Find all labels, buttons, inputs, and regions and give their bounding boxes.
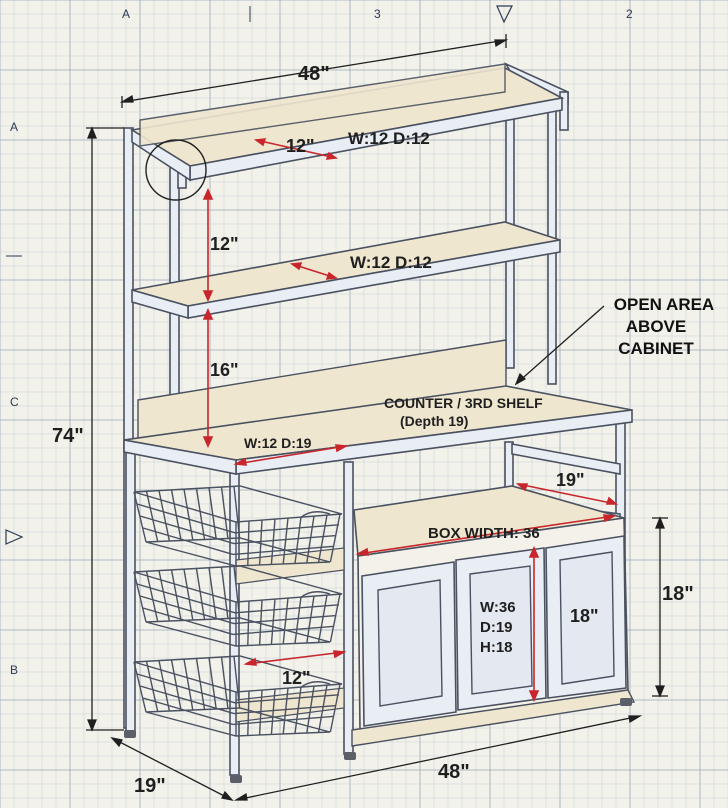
door-spec-height: H:18 — [480, 639, 513, 656]
cabinet-door-middle[interactable] — [455, 547, 547, 711]
wire-baskets — [133, 485, 343, 737]
gap-lower-label: 16" — [210, 360, 239, 380]
grid-marker-icon — [496, 5, 513, 24]
top-shelf — [129, 63, 565, 182]
grid-label-left-c: C — [10, 395, 19, 409]
dimension-labels: 48" 74" 48" 19" 12" W:12 D:12 12" W:12 D… — [52, 63, 694, 797]
cabinet-body — [351, 517, 636, 747]
dimension-lines-black — [86, 34, 668, 802]
cabinet-door-right[interactable] — [545, 535, 627, 699]
dimension-lines-red — [202, 138, 619, 702]
side-depth-label: 19" — [134, 775, 166, 797]
cabinet-depth-label: 19" — [556, 470, 585, 490]
grid-label-top-3: 3 — [374, 7, 381, 21]
counter-shelf — [123, 385, 633, 475]
grid-labels-top: A 3 2 — [122, 5, 633, 24]
box-width-label: BOX WIDTH: 36 — [428, 525, 540, 542]
open-area-callout: OPEN AREA ABOVE CABINET — [614, 295, 714, 358]
grid-marker-left-icon — [5, 529, 24, 545]
overall-width-label: 48" — [298, 63, 330, 85]
basket-middle — [133, 565, 343, 647]
overall-height-label: 74" — [52, 425, 84, 447]
door-spec-depth: D:19 — [480, 619, 513, 636]
counter-depth-label: (Depth 19) — [400, 413, 468, 429]
callout-leader — [514, 305, 605, 386]
grid-label-top-a: A — [122, 7, 130, 21]
callout-line-3: CABINET — [618, 339, 694, 358]
grid-labels-left: A C B — [5, 120, 24, 677]
door-spec-width: W:36 — [480, 599, 516, 616]
basket-top — [133, 485, 343, 567]
rack-feet — [124, 698, 632, 783]
callout-line-1: OPEN AREA — [614, 295, 714, 314]
cabinet-door-left[interactable] — [361, 561, 457, 727]
detail-circle — [145, 139, 207, 201]
grid-label-top-2: 2 — [626, 7, 633, 21]
basket-bottom — [133, 655, 343, 737]
left-counter-spec-label: W:12 D:19 — [244, 435, 312, 451]
gap-upper-label: 12" — [210, 234, 239, 254]
door-height-label: 18" — [570, 606, 599, 626]
grid-label-left-a: A — [10, 120, 18, 134]
basket-width-label: 12" — [282, 668, 311, 688]
top-shelf-depth-label: 12" — [286, 136, 315, 156]
grid-label-left-b: B — [10, 663, 18, 677]
counter-label: COUNTER / 3RD SHELF — [384, 395, 543, 411]
bottom-width-label: 48" — [438, 761, 470, 783]
middle-shelf-spec-label: W:12 D:12 — [350, 253, 432, 272]
middle-shelf — [131, 221, 561, 320]
callout-line-2: ABOVE — [626, 317, 686, 336]
top-shelf-spec-label: W:12 D:12 — [348, 129, 430, 148]
cabinet-height-label: 18" — [662, 583, 694, 605]
